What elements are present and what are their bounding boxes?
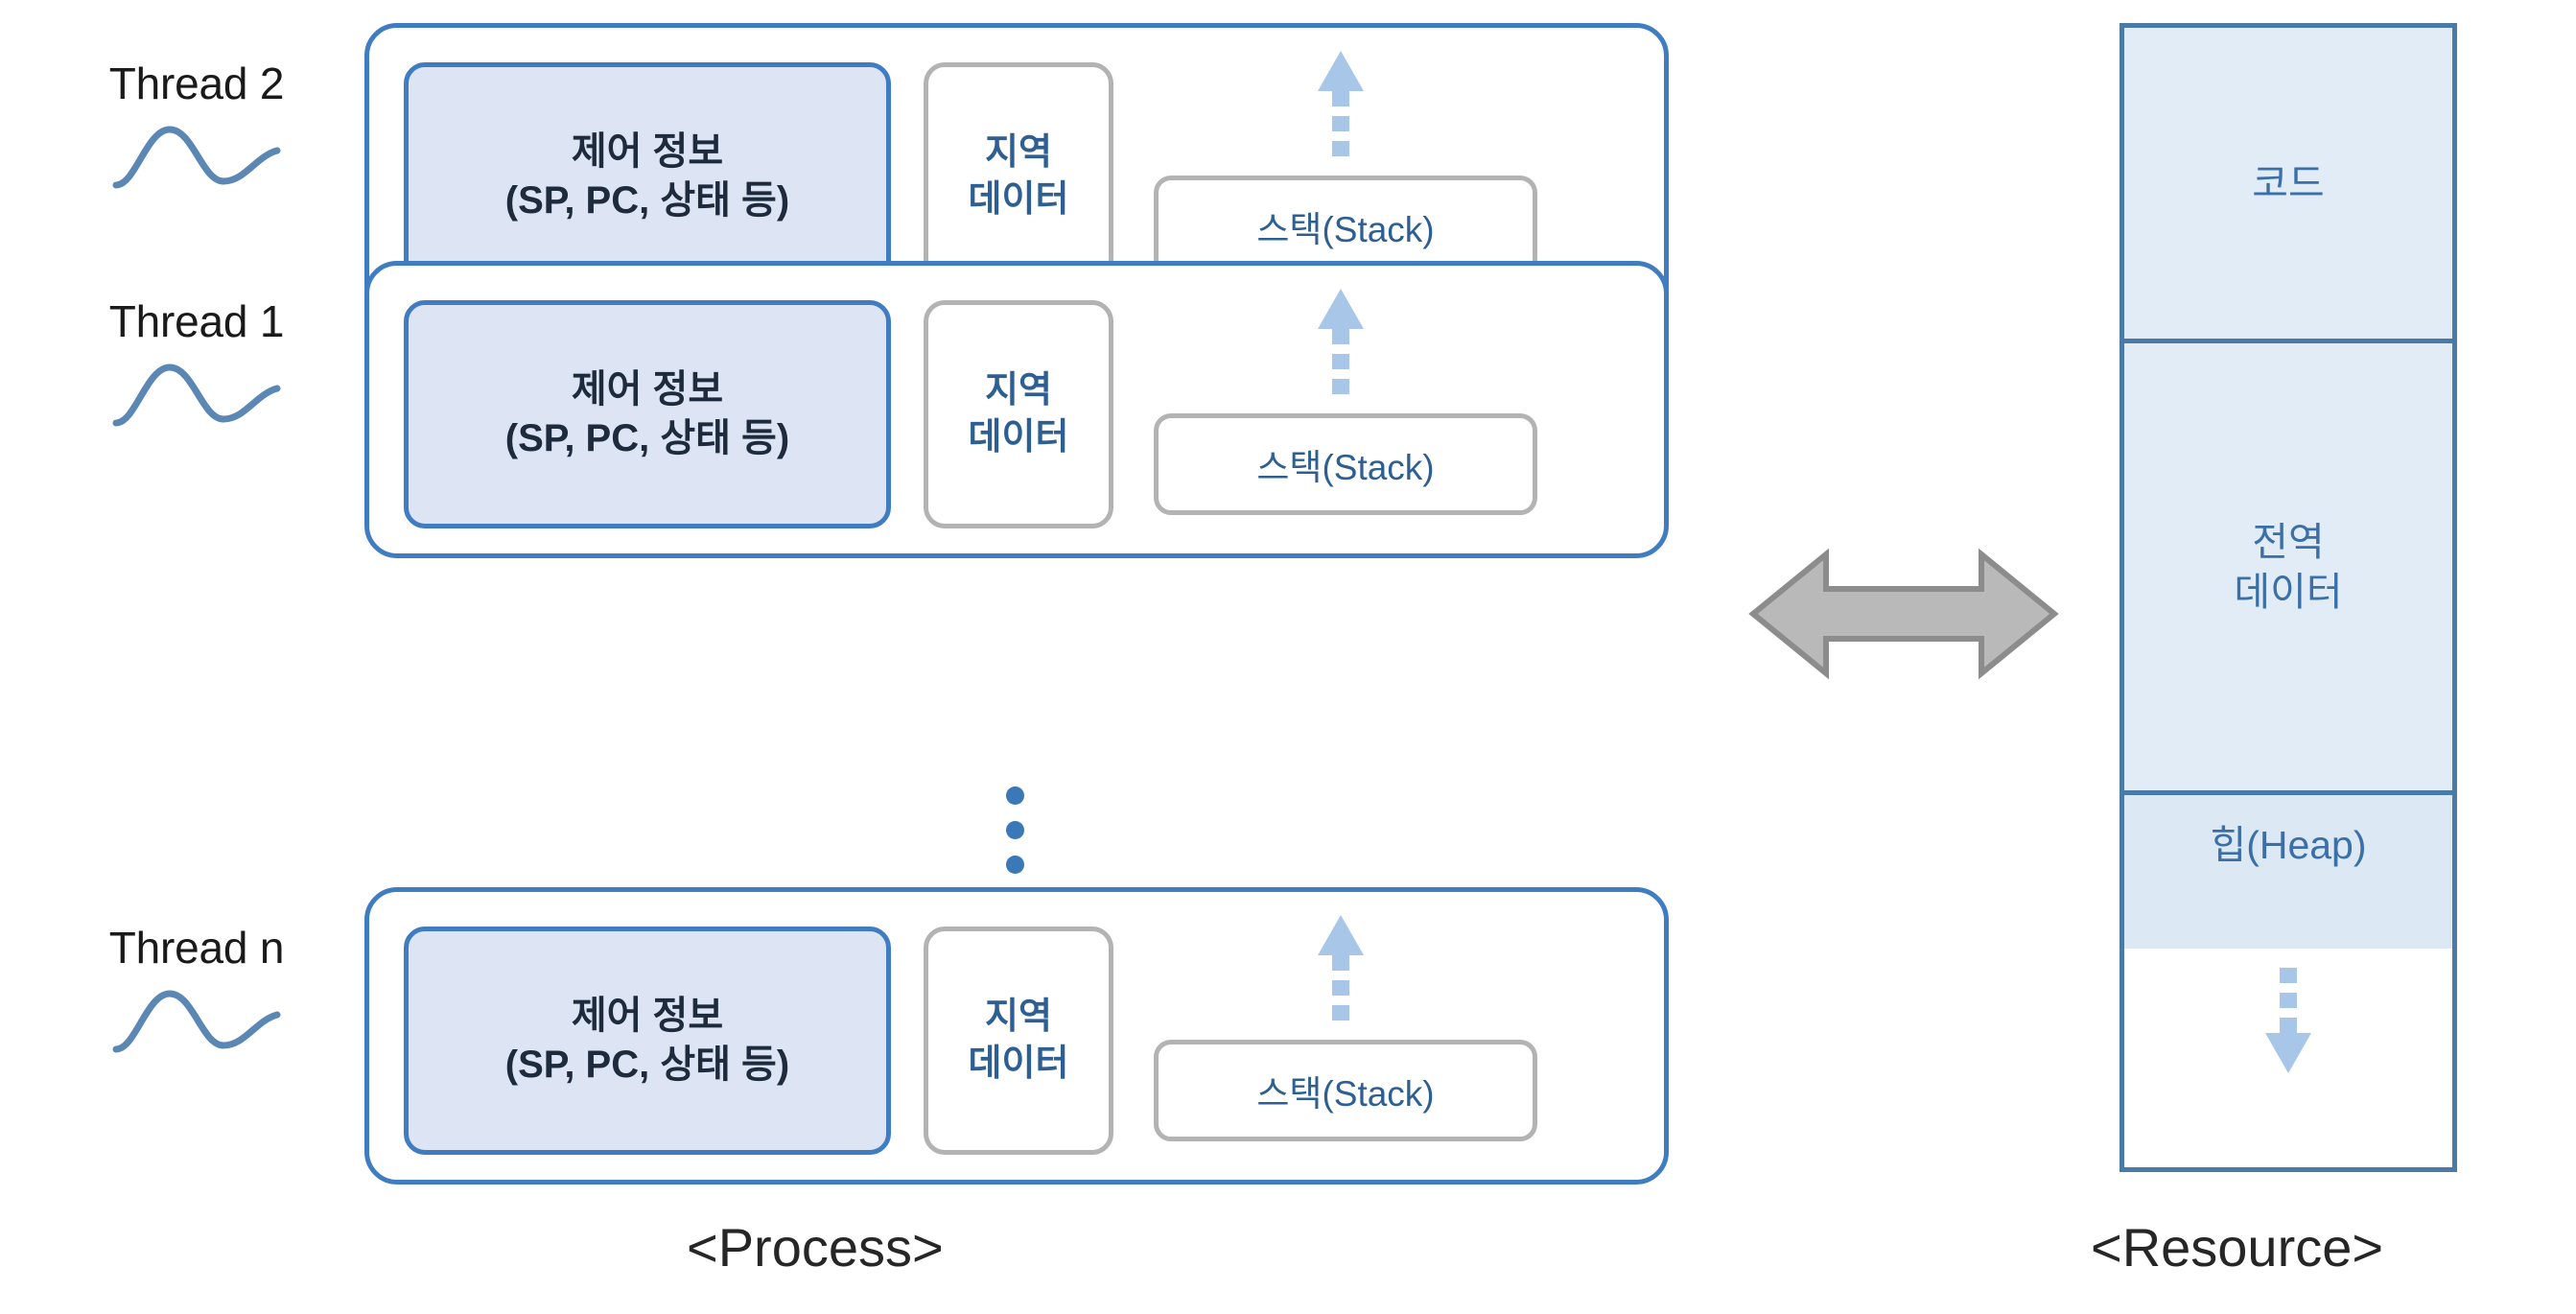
stack-label: 스택(Stack) xyxy=(1256,448,1435,487)
sine-wave-icon xyxy=(112,126,281,189)
control-info-label: 제어 정보 (SP, PC, 상태 등) xyxy=(504,367,790,459)
thread-container: 제어 정보 (SP, PC, 상태 등) 지역 데이터 스택(Stack) xyxy=(364,23,1669,320)
resource-segment-global-data: 전역 데이터 xyxy=(2124,343,2452,795)
resource-caption: <Resource> xyxy=(2091,1217,2384,1278)
thread-row: Thread n 제어 정보 (SP, PC, 상태 등) 지역 데이터 xyxy=(0,887,1688,1185)
thread-container: 제어 정보 (SP, PC, 상태 등) 지역 데이터 스택(Stack) xyxy=(364,887,1669,1185)
dotted-arrow-up-icon xyxy=(1318,289,1364,394)
dotted-arrow-up-icon xyxy=(1318,51,1364,156)
sine-wave-icon xyxy=(112,364,281,427)
sine-wave-icon xyxy=(112,990,281,1053)
stack-zone: 스택(Stack) xyxy=(1144,911,1547,1170)
local-data-label: 지역 데이터 xyxy=(968,131,1069,220)
stack-zone: 스택(Stack) xyxy=(1144,47,1547,306)
control-info-label: 제어 정보 (SP, PC, 상태 등) xyxy=(504,994,790,1086)
stack-label: 스택(Stack) xyxy=(1256,1074,1435,1114)
stack-box: 스택(Stack) xyxy=(1154,176,1537,277)
thread-label-group: Thread 2 xyxy=(67,59,326,191)
resource-segment-label: 코드 xyxy=(2252,160,2325,205)
thread-label: Thread 2 xyxy=(108,59,285,108)
control-info-box: 제어 정보 (SP, PC, 상태 등) xyxy=(404,62,891,291)
thread-label-group: Thread 1 xyxy=(67,297,326,429)
thread-container: 제어 정보 (SP, PC, 상태 등) 지역 데이터 스택(Stack) xyxy=(364,261,1669,558)
thread-row: Thread 1 제어 정보 (SP, PC, 상태 등) 지역 데이터 xyxy=(0,261,1688,558)
thread-label: Thread 1 xyxy=(108,296,285,346)
stack-box: 스택(Stack) xyxy=(1154,1040,1537,1141)
thread-label: Thread n xyxy=(108,923,285,973)
dotted-arrow-up-icon xyxy=(1318,915,1364,1021)
resource-segment-heap: 힙(Heap) xyxy=(2124,795,2452,949)
stack-zone: 스택(Stack) xyxy=(1144,285,1547,544)
control-info-box: 제어 정보 (SP, PC, 상태 등) xyxy=(404,927,891,1155)
stack-label: 스택(Stack) xyxy=(1256,210,1435,249)
bidirectional-arrow-icon xyxy=(1745,537,2062,691)
control-info-box: 제어 정보 (SP, PC, 상태 등) xyxy=(404,300,891,528)
resource-panel: 코드 전역 데이터 힙(Heap) xyxy=(2119,23,2457,1172)
local-data-label: 지역 데이터 xyxy=(968,996,1069,1084)
local-data-box: 지역 데이터 xyxy=(924,62,1113,291)
local-data-box: 지역 데이터 xyxy=(924,927,1113,1155)
process-caption: <Process> xyxy=(687,1217,944,1278)
local-data-label: 지역 데이터 xyxy=(968,369,1069,458)
stack-box: 스택(Stack) xyxy=(1154,413,1537,515)
thread-label-group: Thread n xyxy=(67,924,326,1055)
control-info-label: 제어 정보 (SP, PC, 상태 등) xyxy=(504,129,790,222)
resource-segment-label: 힙(Heap) xyxy=(2210,823,2367,867)
resource-segment-code: 코드 xyxy=(2124,28,2452,343)
vertical-ellipsis-icon xyxy=(1003,786,1026,874)
resource-segment-free-space xyxy=(2124,949,2452,1167)
dotted-arrow-down-icon xyxy=(2265,968,2311,1073)
resource-segment-label: 전역 데이터 xyxy=(2234,519,2343,614)
local-data-box: 지역 데이터 xyxy=(924,300,1113,528)
thread-row: Thread 2 제어 정보 (SP, PC, 상태 등) 지역 데이터 xyxy=(0,23,1688,320)
